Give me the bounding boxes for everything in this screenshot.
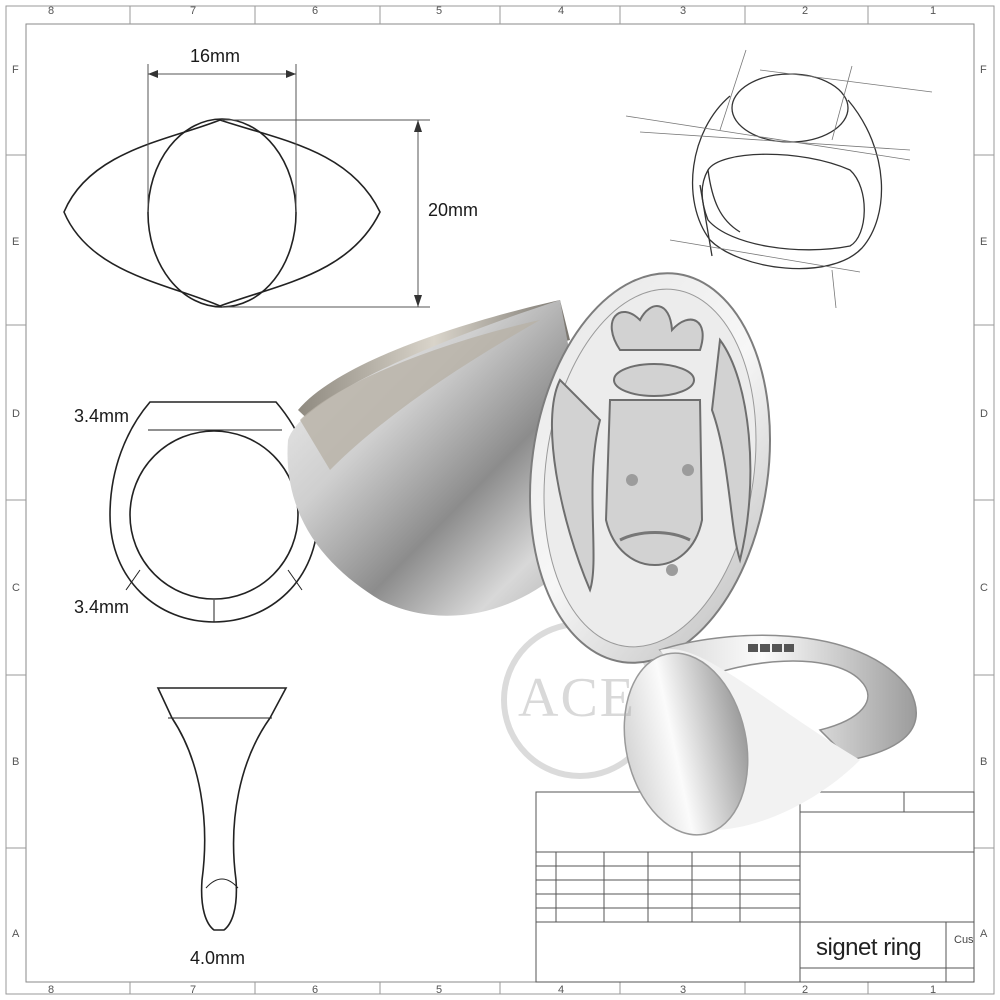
front-view-drawing (109, 401, 319, 623)
dimension-shank-bottom-label: 3.4mm (74, 597, 130, 617)
zone-label-row-b-right: B (980, 756, 988, 768)
dimension-width-label: 16mm (190, 46, 241, 66)
top-view-dimension-lines (147, 64, 430, 308)
zone-label-row-b-left: B (12, 756, 20, 768)
zone-label-col-2-bottom: 2 (802, 984, 809, 996)
zone-label-row-c-right: C (980, 582, 988, 594)
dimension-shank-top-label: 3.4mm (74, 406, 130, 426)
zone-label-col-1-bottom: 1 (930, 984, 937, 996)
small-ring-photo (623, 634, 917, 836)
zone-label-col-4-top: 4 (558, 5, 565, 17)
zone-label-row-f-right: F (980, 64, 987, 76)
zone-label-col-8-bottom: 8 (48, 984, 55, 996)
zone-label-row-d-left: D (12, 408, 20, 420)
zone-label-col-7-top: 7 (190, 5, 197, 17)
zone-label-col-6-bottom: 6 (312, 984, 319, 996)
title-block-grid (535, 791, 975, 983)
zone-label-col-5-top: 5 (436, 5, 443, 17)
perspective-sketch (625, 49, 933, 309)
dimension-base-width-label: 4.0mm (190, 948, 246, 968)
zone-label-row-a-right: A (980, 928, 988, 940)
zone-label-row-f-left: F (12, 64, 19, 76)
zone-label-row-e-right: E (980, 236, 988, 248)
customer-label: Custom (954, 934, 974, 946)
zone-label-col-7-bottom: 7 (190, 984, 197, 996)
drawing-title: signet ring (816, 934, 922, 961)
zone-label-row-e-left: E (12, 236, 20, 248)
watermark-logo: ACE (518, 667, 636, 729)
zone-label-col-1-top: 1 (930, 5, 937, 17)
side-view-drawing (156, 687, 288, 931)
dimension-height-label: 20mm (428, 200, 479, 220)
zone-label-col-4-bottom: 4 (558, 984, 565, 996)
dimension-arrowheads (148, 70, 422, 307)
zone-label-col-3-bottom: 3 (680, 984, 687, 996)
zone-label-col-2-top: 2 (802, 5, 809, 17)
large-ring-photo (287, 272, 771, 664)
zone-label-row-d-right: D (980, 408, 988, 420)
zone-label-col-6-top: 6 (312, 5, 319, 17)
zone-label-row-c-left: C (12, 582, 20, 594)
zone-label-col-8-top: 8 (48, 5, 55, 17)
zone-label-col-5-bottom: 5 (436, 984, 443, 996)
frame-ticks (6, 6, 994, 994)
top-view-drawing (63, 118, 381, 308)
zone-label-row-a-left: A (12, 928, 20, 940)
zone-label-col-3-top: 3 (680, 5, 687, 17)
